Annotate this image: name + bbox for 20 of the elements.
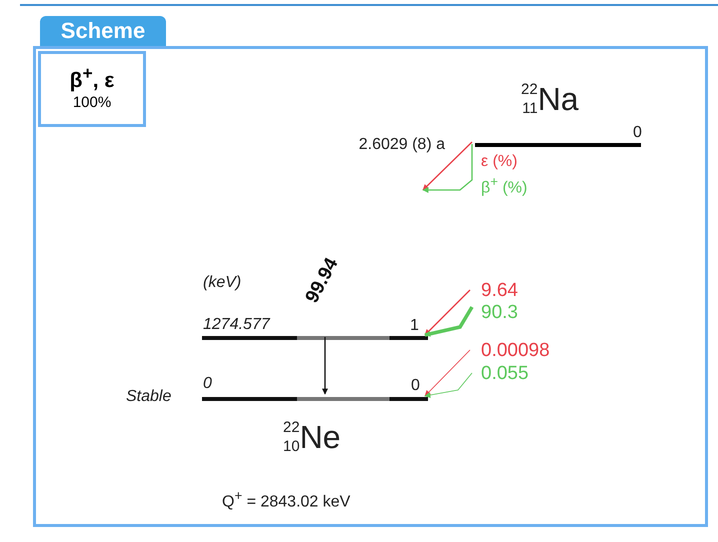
decay-mode: β$^{+}$, ε [68,62,116,94]
unit-label: (keV) [203,274,242,292]
level-label: 0 [633,124,642,142]
decay-arrow [424,350,470,396]
panel-tab: Scheme [40,16,166,46]
decay-mode-box [38,51,146,127]
level-label: 0 [411,377,420,395]
branching-ratio: 100% [72,94,112,112]
q-value-label: Q$^{+}$ = 2843.02 keV [222,488,350,512]
decay-arrow [424,372,472,398]
intensity-label: ε (%) [481,153,518,171]
intensity-label: β$^{+}$ (%) [481,175,528,197]
level-label: Stable [126,388,172,406]
level-label: 2.6029 (8) a [358,136,445,154]
decay-arrow [424,290,470,336]
decay-arrow [322,337,328,395]
decay-arrow [424,306,474,337]
level-label: 0 [203,375,212,393]
level-label: 1 [410,317,419,335]
level-label: 1274.577 [203,316,270,334]
